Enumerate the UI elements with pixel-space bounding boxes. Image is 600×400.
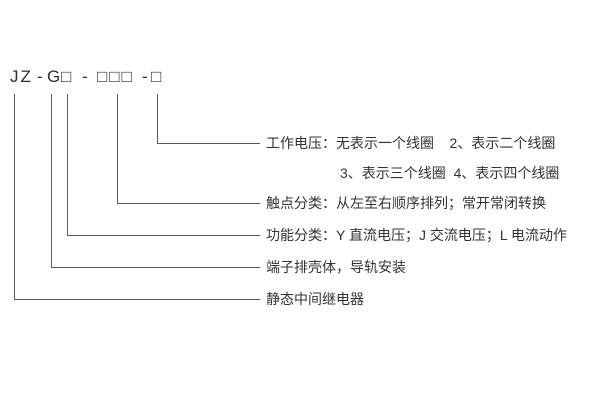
connector-hline-contact-class [117, 203, 260, 204]
connector-hline-function-class [67, 235, 260, 236]
model-segment-box-group: □□□ [97, 67, 134, 86]
label-function-class: 功能分类：Y 直流电压；J 交流电压；L 电流动作 [266, 227, 568, 243]
label-contact-class: 触点分类：从左至右顺序排列；常开常闭转换 [266, 195, 546, 211]
model-segment-jz: JZ [10, 67, 33, 86]
connector-vline-housing [51, 94, 52, 267]
connector-vline-function-class [67, 94, 68, 235]
model-segment-dash1: - [37, 67, 45, 86]
connector-vline-working-voltage [157, 94, 158, 143]
model-segment-dash3: - [142, 67, 150, 86]
label-working-voltage-line1: 工作电压：无表示一个线圈 2、表示二个线圈 [266, 135, 556, 151]
connector-hline-housing [51, 267, 260, 268]
connector-hline-relay-name [14, 299, 260, 300]
model-segment-dash2: - [82, 67, 90, 86]
connector-vline-relay-name [14, 94, 15, 299]
model-segment-box4: □ [151, 67, 164, 86]
label-working-voltage-line2: 3、表示三个线圈 4、表示四个线圈 [340, 165, 560, 181]
connector-vline-contact-class [117, 94, 118, 203]
model-segment-box1: □ [61, 67, 74, 86]
label-housing: 端子排壳体，导轨安装 [266, 259, 406, 275]
label-relay-name: 静态中间继电器 [266, 291, 364, 307]
model-segment-g: G [47, 67, 63, 86]
connector-hline-working-voltage [157, 143, 260, 144]
